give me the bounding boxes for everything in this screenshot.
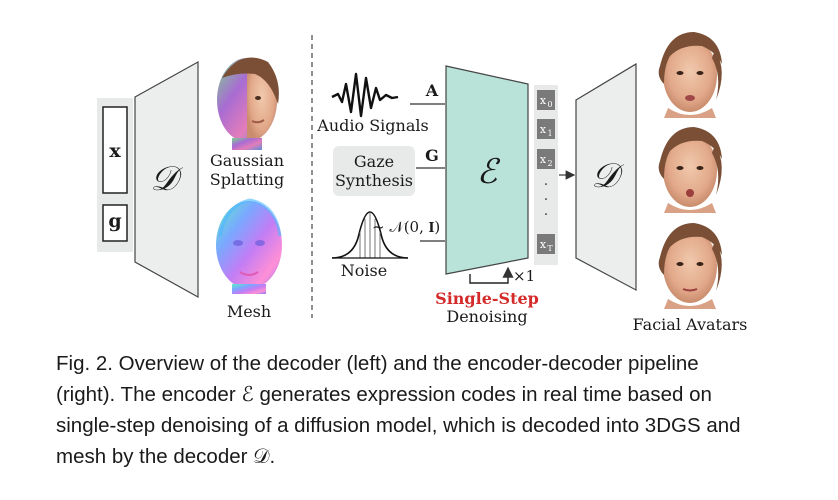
avatar-face-1 bbox=[658, 32, 722, 118]
code-x0-sub: 0 bbox=[547, 100, 552, 109]
caption-line-2: (right). The encoder ℰ generates express… bbox=[56, 383, 712, 406]
code-x2-sub: 2 bbox=[547, 159, 552, 168]
denoising-label: Denoising bbox=[446, 307, 527, 326]
code-x2-main: x bbox=[540, 153, 547, 166]
overview-figure: x g 𝒟 Gaussian Splatting Mesh Audio Sign… bbox=[97, 32, 748, 334]
encoder-symbol: ℰ bbox=[477, 152, 501, 192]
code-xT-sub: T bbox=[547, 244, 553, 253]
caption-line-4: mesh by the decoder 𝒟. bbox=[56, 445, 276, 468]
mesh-head bbox=[216, 198, 282, 294]
gaze-synthesis-box bbox=[333, 146, 415, 196]
code-ellipsis-3: · bbox=[544, 207, 548, 223]
code-box-xT: x T bbox=[537, 234, 555, 254]
code-x1-sub: 1 bbox=[547, 129, 552, 138]
code-xT-main: x bbox=[540, 238, 547, 251]
code-x0-main: x bbox=[540, 94, 547, 107]
code-box-x1: x 1 bbox=[537, 119, 555, 139]
decoder-left-trapezoid bbox=[134, 60, 199, 299]
code-x1-main: x bbox=[540, 123, 547, 136]
single-step-loop-arrow bbox=[469, 266, 514, 284]
x-input-box bbox=[102, 106, 128, 194]
figure-caption: Fig. 2. Overview of the decoder (left) a… bbox=[56, 348, 796, 472]
noise-distribution-icon bbox=[331, 211, 409, 259]
code-box-x0: x 0 bbox=[537, 90, 555, 110]
caption-line-3: single-step denoising of a diffusion mod… bbox=[56, 414, 741, 437]
noise-label: Noise bbox=[341, 261, 387, 280]
g-input-box bbox=[102, 204, 128, 242]
gaussian-label-line2: Splatting bbox=[210, 170, 284, 189]
avatar-face-2 bbox=[658, 127, 722, 213]
loop-count-label: ×1 bbox=[513, 267, 535, 285]
audio-waveform-icon bbox=[331, 72, 399, 118]
x-input-label: x bbox=[109, 140, 121, 162]
gaussian-splatting-head bbox=[217, 57, 279, 150]
avatar-face-3 bbox=[658, 223, 722, 309]
encoder-trapezoid bbox=[445, 65, 529, 275]
gaussian-label-line1: Gaussian bbox=[210, 151, 284, 170]
facial-avatars-label: Facial Avatars bbox=[633, 315, 748, 334]
gaze-label-line2: Synthesis bbox=[335, 171, 413, 190]
audio-signals-label: Audio Signals bbox=[316, 116, 428, 135]
single-step-label: Single-Step bbox=[435, 289, 539, 308]
code-box-x2: x 2 bbox=[537, 149, 555, 169]
mesh-label: Mesh bbox=[227, 302, 271, 321]
caption-line-1: Fig. 2. Overview of the decoder (left) a… bbox=[56, 352, 699, 375]
audio-symbol: A bbox=[425, 81, 439, 100]
noise-formula: ~ 𝒩(0, 𝐈) bbox=[372, 218, 440, 236]
gaze-symbol: G bbox=[425, 146, 439, 165]
decoder-right-trapezoid bbox=[575, 62, 637, 291]
code-ellipsis-2: · bbox=[544, 192, 548, 208]
g-input-label: g bbox=[108, 210, 121, 232]
gaze-label-line1: Gaze bbox=[354, 152, 394, 171]
code-ellipsis-1: · bbox=[544, 177, 548, 193]
